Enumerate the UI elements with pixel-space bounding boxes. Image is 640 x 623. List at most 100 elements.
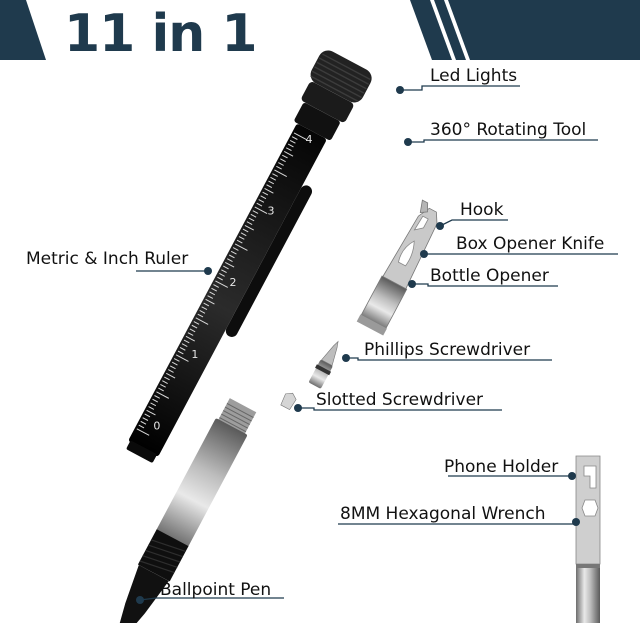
ruler-tick: [187, 332, 194, 336]
ruler-tick: [246, 221, 253, 225]
ruler-number: 4: [306, 133, 313, 146]
ruler-numbers: 0 1 2 3 4: [153, 133, 312, 432]
ruler-tick: [177, 350, 184, 355]
ruler-number: 3: [268, 205, 275, 218]
phone-holder-part: [575, 455, 601, 623]
ruler-tick: [148, 406, 155, 410]
ruler-tick: [185, 335, 195, 342]
ruler-tick: [219, 273, 225, 277]
ruler-tick: [193, 321, 200, 325]
ruler-tick: [173, 358, 180, 362]
label-rotating-tool: 360° Rotating Tool: [430, 120, 587, 140]
ruler-tick: [146, 409, 156, 416]
ruler-number: 2: [230, 276, 237, 289]
ruler-tick: [156, 391, 170, 399]
ruler-tick: [211, 287, 218, 292]
ruler-tick: [152, 398, 159, 403]
ruler-tick: [171, 361, 178, 366]
ruler-tick: [244, 224, 254, 231]
label-ruler: Metric & Inch Ruler: [26, 249, 189, 269]
ruler-tick: [150, 402, 157, 407]
ruler-tick: [266, 184, 273, 189]
ruler-tick: [228, 254, 235, 259]
ruler-tick: [164, 376, 170, 381]
ruler-tick: [252, 210, 259, 214]
ruler-tick: [226, 258, 233, 262]
ruler-tick: [280, 158, 286, 163]
ruler-tick: [276, 165, 282, 170]
ruler-tick: [236, 239, 243, 244]
ruler-tick: [191, 324, 198, 329]
ruler-tick: [136, 428, 150, 436]
ruler-tick: [268, 180, 275, 185]
ruler-tick: [144, 413, 151, 418]
ruler-tick: [201, 306, 208, 311]
label-phillips-screwdriver: Phillips Screwdriver: [364, 340, 531, 360]
label-led-lights: Led Lights: [430, 66, 518, 86]
ruler-tick: [272, 173, 278, 177]
ruler-tick: [278, 162, 284, 166]
ruler-tick: [238, 236, 245, 240]
bottle-opener-part: [356, 199, 438, 336]
ruler-tick: [221, 269, 227, 274]
ruler-tick: [274, 169, 287, 177]
ruler-tick: [258, 199, 265, 203]
ruler-tick: [175, 354, 189, 362]
ruler-tick: [262, 191, 269, 196]
ruler-tick: [154, 395, 161, 399]
ruler-tick: [160, 383, 166, 388]
ruler-pen: [126, 50, 372, 463]
ruler-tick: [289, 139, 296, 144]
ruler-tick: [260, 195, 267, 200]
ruler-tick: [183, 339, 190, 344]
ruler-tick: [142, 417, 149, 421]
slotted-bit: [280, 392, 297, 411]
ruler-tick: [270, 176, 277, 181]
label-ballpoint-pen: Ballpoint Pen: [160, 580, 272, 600]
ruler-tick: [162, 380, 168, 384]
ruler-tick: [179, 346, 186, 351]
ruler-tick: [287, 143, 294, 148]
callout-dots: [136, 86, 580, 604]
phillips-bit: [309, 340, 339, 389]
ruler-tick: [256, 202, 263, 207]
ruler-tick: [225, 261, 235, 268]
ruler-tick: [197, 313, 204, 318]
ruler-tick: [230, 250, 237, 255]
ruler-tick: [168, 369, 174, 373]
ruler-number: 0: [153, 419, 160, 432]
ruler-tick: [215, 280, 229, 288]
ruler-tick: [205, 298, 215, 305]
label-phone-holder: Phone Holder: [444, 457, 559, 477]
ruler-tick: [291, 136, 298, 140]
ruler-tick: [248, 217, 255, 222]
label-slotted-screwdriver: Slotted Screwdriver: [316, 390, 484, 410]
ruler-tick: [242, 228, 249, 233]
ruler-tick: [264, 188, 274, 194]
label-hook: Hook: [460, 200, 504, 220]
ruler-tick: [285, 147, 292, 152]
ruler-tick: [199, 310, 206, 314]
ruler-tick: [293, 132, 307, 140]
label-box-opener-knife: Box Opener Knife: [456, 234, 605, 254]
ruler-tick: [217, 276, 223, 281]
ruler-tick: [158, 387, 164, 392]
banner-title: 11 in 1: [64, 4, 258, 64]
ruler-tick: [138, 424, 145, 429]
ruler-tick: [223, 265, 229, 270]
ruler-tick: [240, 232, 247, 237]
ruler-tick: [203, 302, 210, 307]
ruler-tick: [169, 365, 176, 370]
ruler-tick: [283, 151, 294, 157]
ruler-tick: [254, 206, 268, 214]
ruler-tick: [189, 328, 196, 333]
ruler-tick: [166, 372, 176, 379]
ruler-tick: [282, 154, 288, 159]
top-banner: [0, 0, 640, 60]
ruler-tick: [250, 213, 257, 218]
ruler-tick: [213, 284, 219, 288]
label-hex-wrench: 8MM Hexagonal Wrench: [340, 504, 546, 524]
ruler-tick: [207, 295, 214, 299]
ruler-number: 1: [191, 348, 198, 361]
